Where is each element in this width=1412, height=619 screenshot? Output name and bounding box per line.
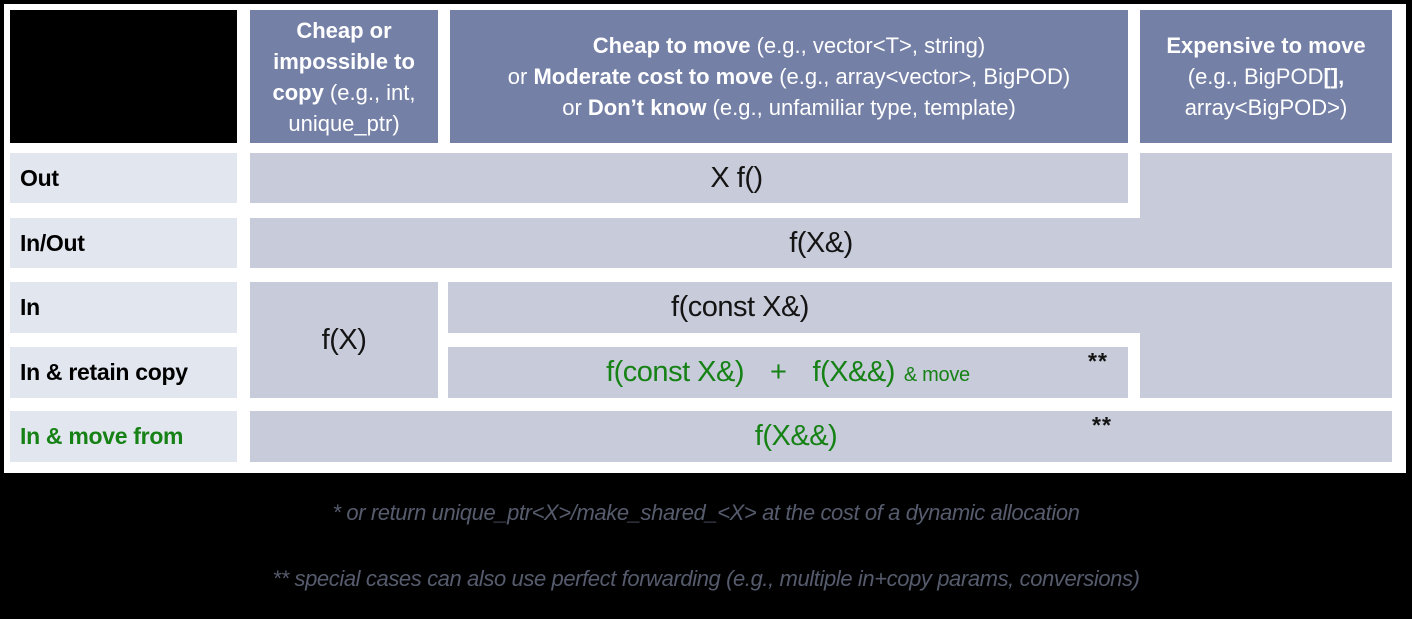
header-line-2: or Moderate cost to move (e.g., array<ve… (507, 64, 1071, 89)
footnote-dynamic-allocation: * or return unique_ptr<X>/make_shared_<X… (332, 500, 1080, 525)
header-line-3: or Don’t know (e.g., unfamiliar type, te… (562, 95, 1016, 120)
row-label-in-retain-copy: In & retain copy (10, 347, 237, 398)
cell-in-f-x: f(X) (250, 282, 438, 398)
cell-out-x-f: X f() (250, 153, 1128, 203)
corner-placeholder (10, 10, 237, 143)
column-header-expensive-to-move: Expensive to move (e.g., BigPOD[], array… (1140, 10, 1392, 143)
move-from-text: f(X&&) (754, 420, 838, 452)
double-asterisk-marker: ** (1092, 412, 1112, 438)
row-label-in-out: In/Out (10, 218, 237, 268)
header-line-3: array<BigPOD>) (1184, 95, 1348, 120)
header-line-2: (e.g., BigPOD[], (1187, 64, 1345, 89)
column-header-cheap-to-move: Cheap to move (e.g., vector<T>, string) … (450, 10, 1128, 143)
cell-inout-f-x-ref: f(X&) (250, 218, 1392, 268)
header-line-1: Expensive to move (1166, 33, 1366, 58)
double-asterisk-marker: ** (1088, 348, 1108, 374)
column-header-text: Cheap or impossible to copy (e.g., int, … (272, 17, 416, 136)
header-line-1: Cheap to move (e.g., vector<T>, string) (592, 33, 986, 58)
column-header-cheap-or-impossible-to-copy: Cheap or impossible to copy (e.g., int, … (250, 10, 438, 143)
retain-copy-text: f(const X&) + f(X&&) & move (606, 356, 970, 388)
cell-in-expensive-extension (1140, 282, 1392, 398)
row-label-in-move-from: In & move from (10, 411, 237, 462)
row-label-in: In (10, 282, 237, 333)
cell-move-from-recommendation: f(X&&) ** (250, 411, 1392, 462)
footnote-perfect-forwarding: ** special cases can also use perfect fo… (272, 566, 1140, 591)
row-label-out: Out (10, 153, 237, 203)
cell-retain-copy-recommendation: f(const X&) + f(X&&) & move ** (448, 347, 1128, 398)
